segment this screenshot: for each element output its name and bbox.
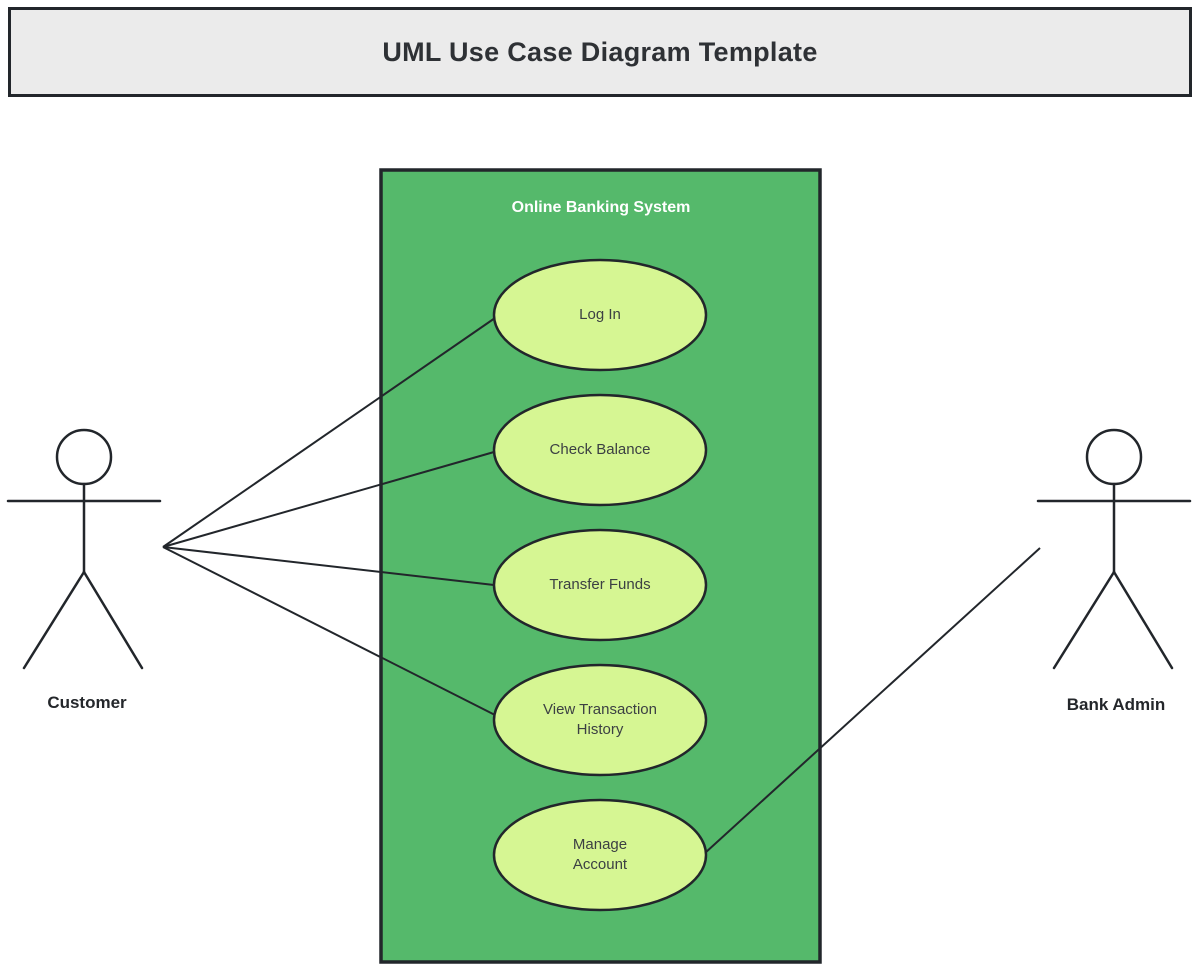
use-case-log-in[interactable] bbox=[492, 258, 708, 372]
diagram-title: UML Use Case Diagram Template bbox=[382, 36, 818, 67]
use-case-manage-account[interactable] bbox=[492, 798, 708, 912]
use-case-view-transaction-history[interactable] bbox=[492, 663, 708, 777]
association-customer-check-balance[interactable] bbox=[162, 451, 495, 548]
bank-admin-head bbox=[1085, 428, 1143, 486]
use-case-transfer-funds[interactable] bbox=[492, 528, 708, 642]
association-customer-transfer-funds[interactable] bbox=[162, 546, 495, 586]
bank-admin-right-leg bbox=[1112, 570, 1174, 670]
use-case-check-balance[interactable] bbox=[492, 393, 708, 507]
bank-admin-left-leg bbox=[1052, 570, 1116, 670]
association-customer-view-transaction-history[interactable] bbox=[162, 546, 496, 716]
customer-head bbox=[55, 428, 113, 486]
customer-right-leg bbox=[82, 570, 144, 670]
diagram-title-box[interactable]: UML Use Case Diagram Template bbox=[8, 7, 1192, 97]
association-bank-admin-manage-account[interactable] bbox=[704, 547, 1041, 854]
association-customer-log-in[interactable] bbox=[162, 317, 496, 548]
actor-customer-figure[interactable] bbox=[6, 428, 162, 670]
customer-left-leg bbox=[22, 570, 86, 670]
actor-bank-admin-figure[interactable] bbox=[1036, 428, 1192, 670]
